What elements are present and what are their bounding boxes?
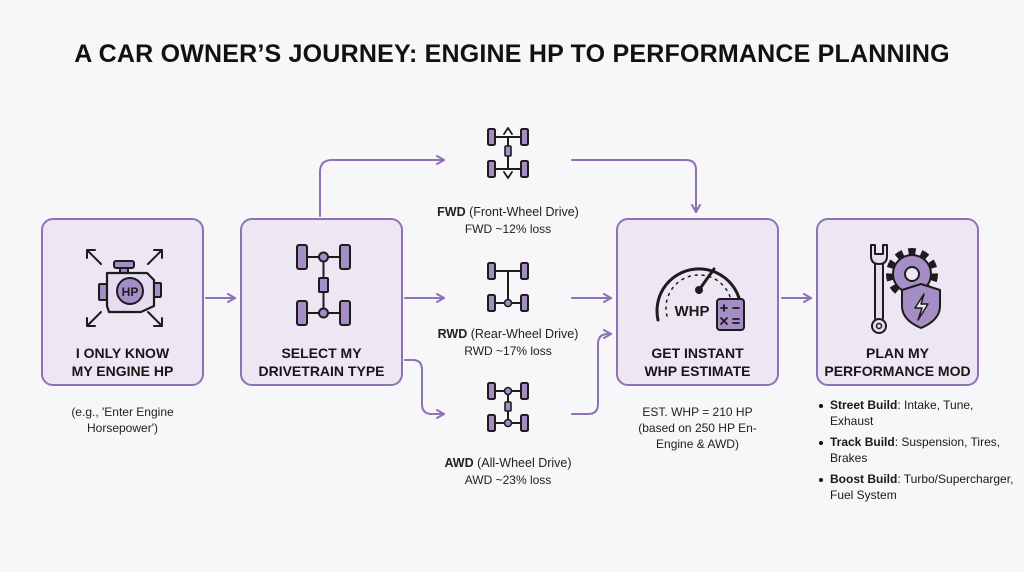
fwd-loss: FWD ~12% loss	[464, 222, 552, 236]
build-detail-boost: : Turbo/Supercharger, Fuel System	[830, 472, 1014, 502]
fwd-abbr: FWD	[437, 205, 466, 219]
shield-bolt-icon	[901, 283, 941, 329]
build-name-boost: Boost Build	[830, 472, 898, 486]
engine-hp-icon: HP	[86, 249, 163, 327]
drivetrain-option-awd: AWD (All-Wheel Drive) AWD ~23% loss	[388, 455, 628, 489]
step-card-drivetrain: SELECT MY DRIVETRAIN TYPE	[240, 218, 403, 386]
arrow-awd-to-step3	[571, 329, 612, 415]
step-card-engine-hp: HP I ONLY KNOW MY ENGINE HP	[41, 218, 204, 386]
rwd-abbr: RWD	[437, 327, 468, 341]
build-name-track: Track Build	[830, 435, 895, 449]
step-label-whp-estimate: GET INSTANT WHP ESTIMATE	[644, 345, 751, 379]
wrench-icon	[870, 244, 888, 334]
wrench-gear-shield-icon	[870, 244, 941, 334]
build-item-track: Track Build: Suspension, Tires, Brakes	[816, 435, 1016, 466]
step-label-performance-mod: PLAN MY PERFORMANCE MOD	[824, 345, 971, 379]
build-name-street: Street Build	[830, 398, 898, 412]
awd-abbr: AWD	[444, 456, 474, 470]
step-card-performance-mod: PLAN MY PERFORMANCE MOD	[816, 218, 979, 386]
engine-hp-note: (e.g., 'Enter Engine Horsepower')	[71, 405, 174, 435]
build-list: Street Build: Intake, Tune, Exhaust Trac…	[816, 398, 1016, 509]
arrow-step2-to-fwd	[319, 155, 445, 217]
engine-hp-icon-text: HP	[122, 285, 139, 299]
awd-name: (All-Wheel Drive)	[473, 456, 572, 470]
awd-chassis-icon	[487, 382, 529, 432]
arrow-fwd-to-step3	[571, 159, 701, 213]
drivetrain-option-rwd: RWD (Rear-Wheel Drive) RWD ~17% loss	[388, 326, 628, 360]
fwd-chassis-icon	[487, 127, 529, 179]
step-label-engine-hp: I ONLY KNOW MY ENGINE HP	[71, 345, 174, 379]
build-detail-street: : Intake, Tune, Exhaust	[830, 398, 974, 428]
fwd-name: (Front-Wheel Drive)	[465, 205, 579, 219]
page-title: A CAR OWNER’S JOURNEY: ENGINE HP TO PERF…	[74, 40, 950, 68]
drivetrain-option-fwd: FWD (Front-Wheel Drive) FWD ~12% loss	[388, 204, 628, 238]
build-detail-track: : Suspension, Tires, Brakes	[830, 435, 1001, 465]
gauge-calculator-icon: WHP	[655, 267, 745, 331]
step-label-drivetrain: SELECT MY DRIVETRAIN TYPE	[258, 345, 385, 379]
rwd-name: (Rear-Wheel Drive)	[467, 327, 579, 341]
awd-loss: AWD ~23% loss	[464, 473, 552, 487]
drivetrain-chassis-icon	[296, 244, 351, 326]
step-card-whp-estimate: WHP GET INSTANT WHP ESTIMATE	[616, 218, 779, 386]
build-item-boost: Boost Build: Turbo/Supercharger, Fuel Sy…	[816, 472, 1016, 503]
build-item-street: Street Build: Intake, Tune, Exhaust	[816, 398, 1016, 429]
arrow-step2-to-awd	[404, 359, 445, 419]
whp-icon-text: WHP	[675, 303, 710, 320]
rwd-loss: RWD ~17% loss	[464, 344, 552, 358]
rwd-chassis-icon	[487, 262, 529, 312]
whp-estimate-note: EST. WHP = 210 HP (based on 250 HP En- E…	[638, 405, 757, 451]
